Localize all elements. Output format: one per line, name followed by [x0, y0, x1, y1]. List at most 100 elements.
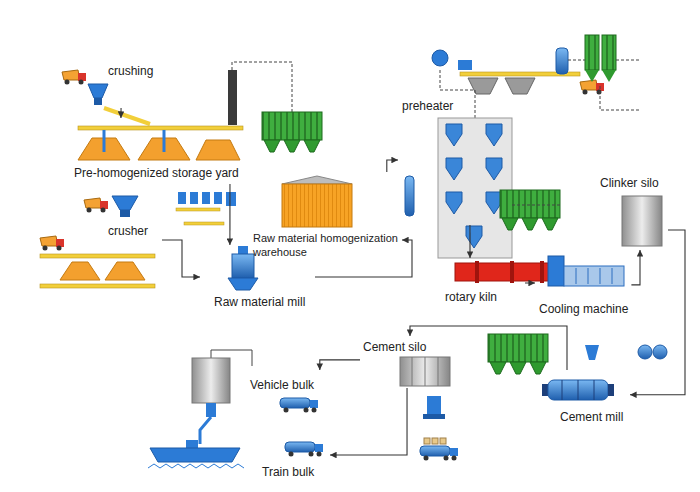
rotary-kiln: [540, 261, 544, 283]
bulk-tanker: [285, 442, 323, 457]
cement-mill: [653, 345, 667, 359]
crushing-plant: [94, 98, 102, 105]
packing-machine: [420, 446, 458, 461]
clinker-cooler: [548, 256, 564, 286]
storage-yard: [78, 126, 243, 130]
storage-yard: [163, 130, 166, 152]
ship-loading: [148, 350, 252, 468]
dust-collector: [262, 112, 322, 152]
preheater-tower: [468, 78, 498, 94]
crushing-plant: [62, 70, 150, 124]
ship-loading: [148, 464, 244, 468]
exhaust-filters: [602, 70, 616, 82]
ship-loading: [192, 358, 230, 403]
crusher-plant: [112, 196, 138, 210]
clinker-silo: [622, 196, 662, 246]
dust-collector: [488, 334, 548, 374]
raw-mill: [228, 278, 258, 290]
exhaust-filters: [556, 35, 640, 110]
exhaust-filters: [556, 48, 568, 74]
preheater-tower: [432, 50, 604, 258]
raw-mill: [232, 254, 254, 278]
rotary-kiln: [510, 261, 514, 283]
packing-machine: [423, 414, 445, 419]
flow-connector: [630, 230, 685, 395]
clinker-cooler: [564, 266, 624, 286]
batching-bins: [176, 208, 220, 211]
rotary-kiln: [475, 261, 479, 283]
equipment-name: Raw material homogenization warehouse: [253, 231, 399, 259]
packing-machine: [427, 396, 441, 414]
equipment-name: preheater: [402, 99, 453, 113]
chimney-stack: [228, 70, 237, 125]
preheater-tower: [432, 50, 448, 66]
storage-yard: [78, 126, 243, 160]
equipment-name: crusher: [108, 224, 148, 238]
raw-mill: [238, 246, 248, 254]
ship-loading: [200, 417, 211, 444]
ship-loading: [150, 448, 240, 462]
dust-collector: [488, 334, 548, 374]
dust-collector: [500, 190, 560, 230]
cement-mill: [638, 345, 652, 359]
flow-connector: [525, 282, 535, 283]
clinker-cooler: [548, 256, 624, 286]
equipment-name: Clinker silo: [600, 176, 659, 190]
dust-collector: [512, 205, 560, 206]
homogenization-silo: [282, 184, 352, 227]
flow-connector: [229, 184, 230, 245]
equipment-label: Pre-homogenized storage yard: [70, 118, 252, 184]
bulk-tanker: [285, 442, 323, 457]
crusher-plant: [40, 254, 155, 258]
crusher-plant: [40, 236, 64, 251]
preheater-tower: [446, 124, 502, 248]
packing-machine: [432, 438, 438, 444]
equipment-name: Train bulk: [262, 465, 314, 479]
exhaust-filters: [568, 60, 640, 110]
batching-bins: [214, 192, 222, 204]
crusher-plant: [40, 284, 155, 288]
equipment-label: Raw material homogenization warehouse: [250, 172, 402, 262]
crusher-plant: [120, 210, 130, 217]
flow-connector: [120, 108, 121, 118]
equipment-name: Cooling machine: [539, 302, 628, 316]
batching-bins: [184, 222, 224, 225]
equipment-label: preheater: [398, 95, 520, 225]
dust-collector: [262, 112, 322, 152]
flow-connector: [330, 388, 407, 455]
crusher-plant: [84, 198, 108, 213]
flow-connector: [469, 225, 470, 258]
crusher-plant: [60, 262, 100, 280]
storage-yard: [103, 130, 106, 152]
crushing-plant: [62, 70, 86, 85]
crushing-plant: [104, 108, 150, 124]
cyclone-tower: [405, 176, 414, 216]
crushing-plant: [88, 84, 108, 98]
equipment-name: Vehicle bulk: [250, 378, 314, 392]
equipment-name: Raw material mill: [214, 295, 305, 309]
equipment-name: Cement mill: [560, 410, 623, 424]
preheater-tower: [438, 118, 512, 258]
cement-mill: [608, 384, 614, 396]
flow-connector: [315, 240, 412, 277]
equipment-label: Cooling machine: [535, 255, 631, 320]
equipment-label: Cement mill: [540, 370, 630, 425]
homogenization-silo: [282, 176, 352, 184]
cement-mill: [585, 345, 599, 360]
batching-bins: [202, 192, 210, 204]
equipment-label: Clinker silo: [598, 172, 668, 250]
cement-silo: [400, 357, 450, 386]
equipment-name: Pre-homogenized storage yard: [74, 166, 239, 180]
chimney-stack: [232, 62, 292, 112]
batching-bins: [190, 192, 198, 204]
packing-machine: [424, 438, 430, 444]
cement-mill: [548, 380, 608, 400]
equipment-label: crusher: [30, 190, 162, 292]
flow-connector: [410, 326, 567, 370]
ship-loading: [186, 440, 198, 448]
batching-bins: [226, 192, 236, 206]
cement-silo: [400, 357, 450, 386]
equipment-name: Cement silo: [363, 340, 426, 354]
